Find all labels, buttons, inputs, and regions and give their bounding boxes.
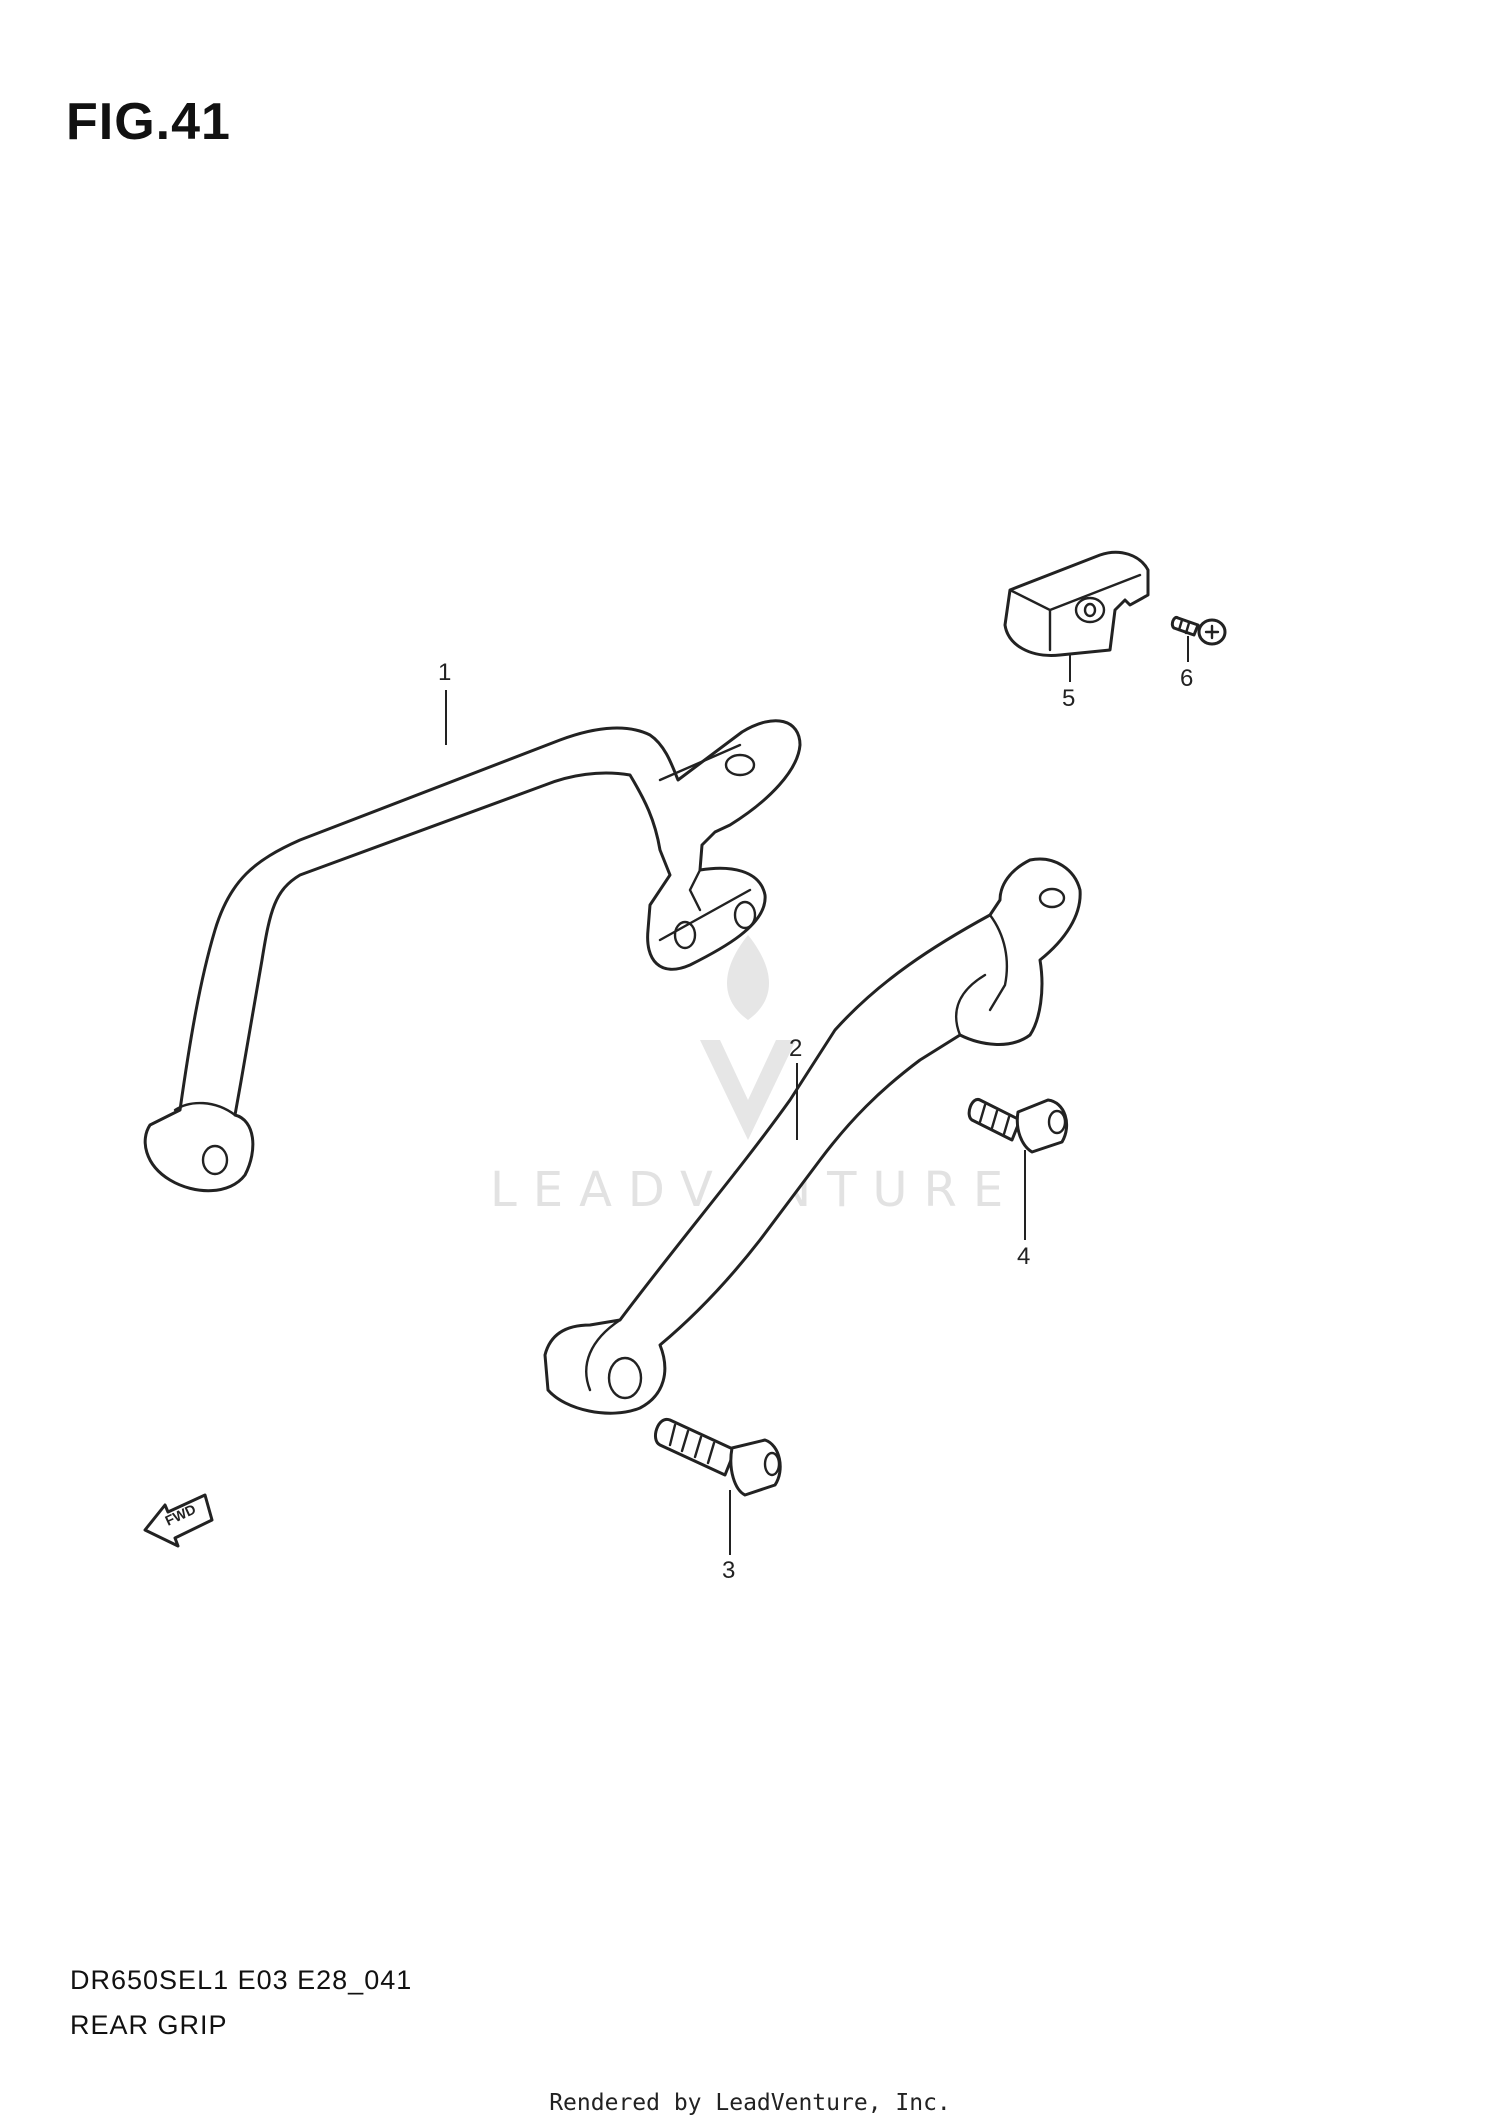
part-name: REAR GRIP: [70, 2010, 228, 2040]
attribution: Rendered by LeadVenture, Inc.: [549, 2090, 951, 2116]
bolt-part-4: [967, 1098, 1068, 1154]
bolt-part-3: [654, 1417, 782, 1497]
rear-grip-left-part: [143, 719, 802, 1193]
callout-4[interactable]: 4: [1017, 1243, 1030, 1270]
lock-part-5: [1003, 550, 1150, 657]
callout-3[interactable]: 3: [722, 1557, 735, 1584]
callout-5[interactable]: 5: [1062, 685, 1075, 712]
callout-6[interactable]: 6: [1180, 665, 1193, 692]
leadventure-logo: [700, 935, 796, 1140]
fwd-arrow-icon: FWD: [143, 1493, 214, 1548]
callout-2[interactable]: 2: [789, 1035, 802, 1062]
callout-1[interactable]: 1: [438, 659, 451, 686]
figure-title: FIG.41: [66, 93, 231, 151]
model-code: DR650SEL1 E03 E28_041: [70, 1965, 413, 1995]
screw-part-6: [1170, 615, 1227, 646]
rear-grip-right-part: [543, 857, 1082, 1415]
